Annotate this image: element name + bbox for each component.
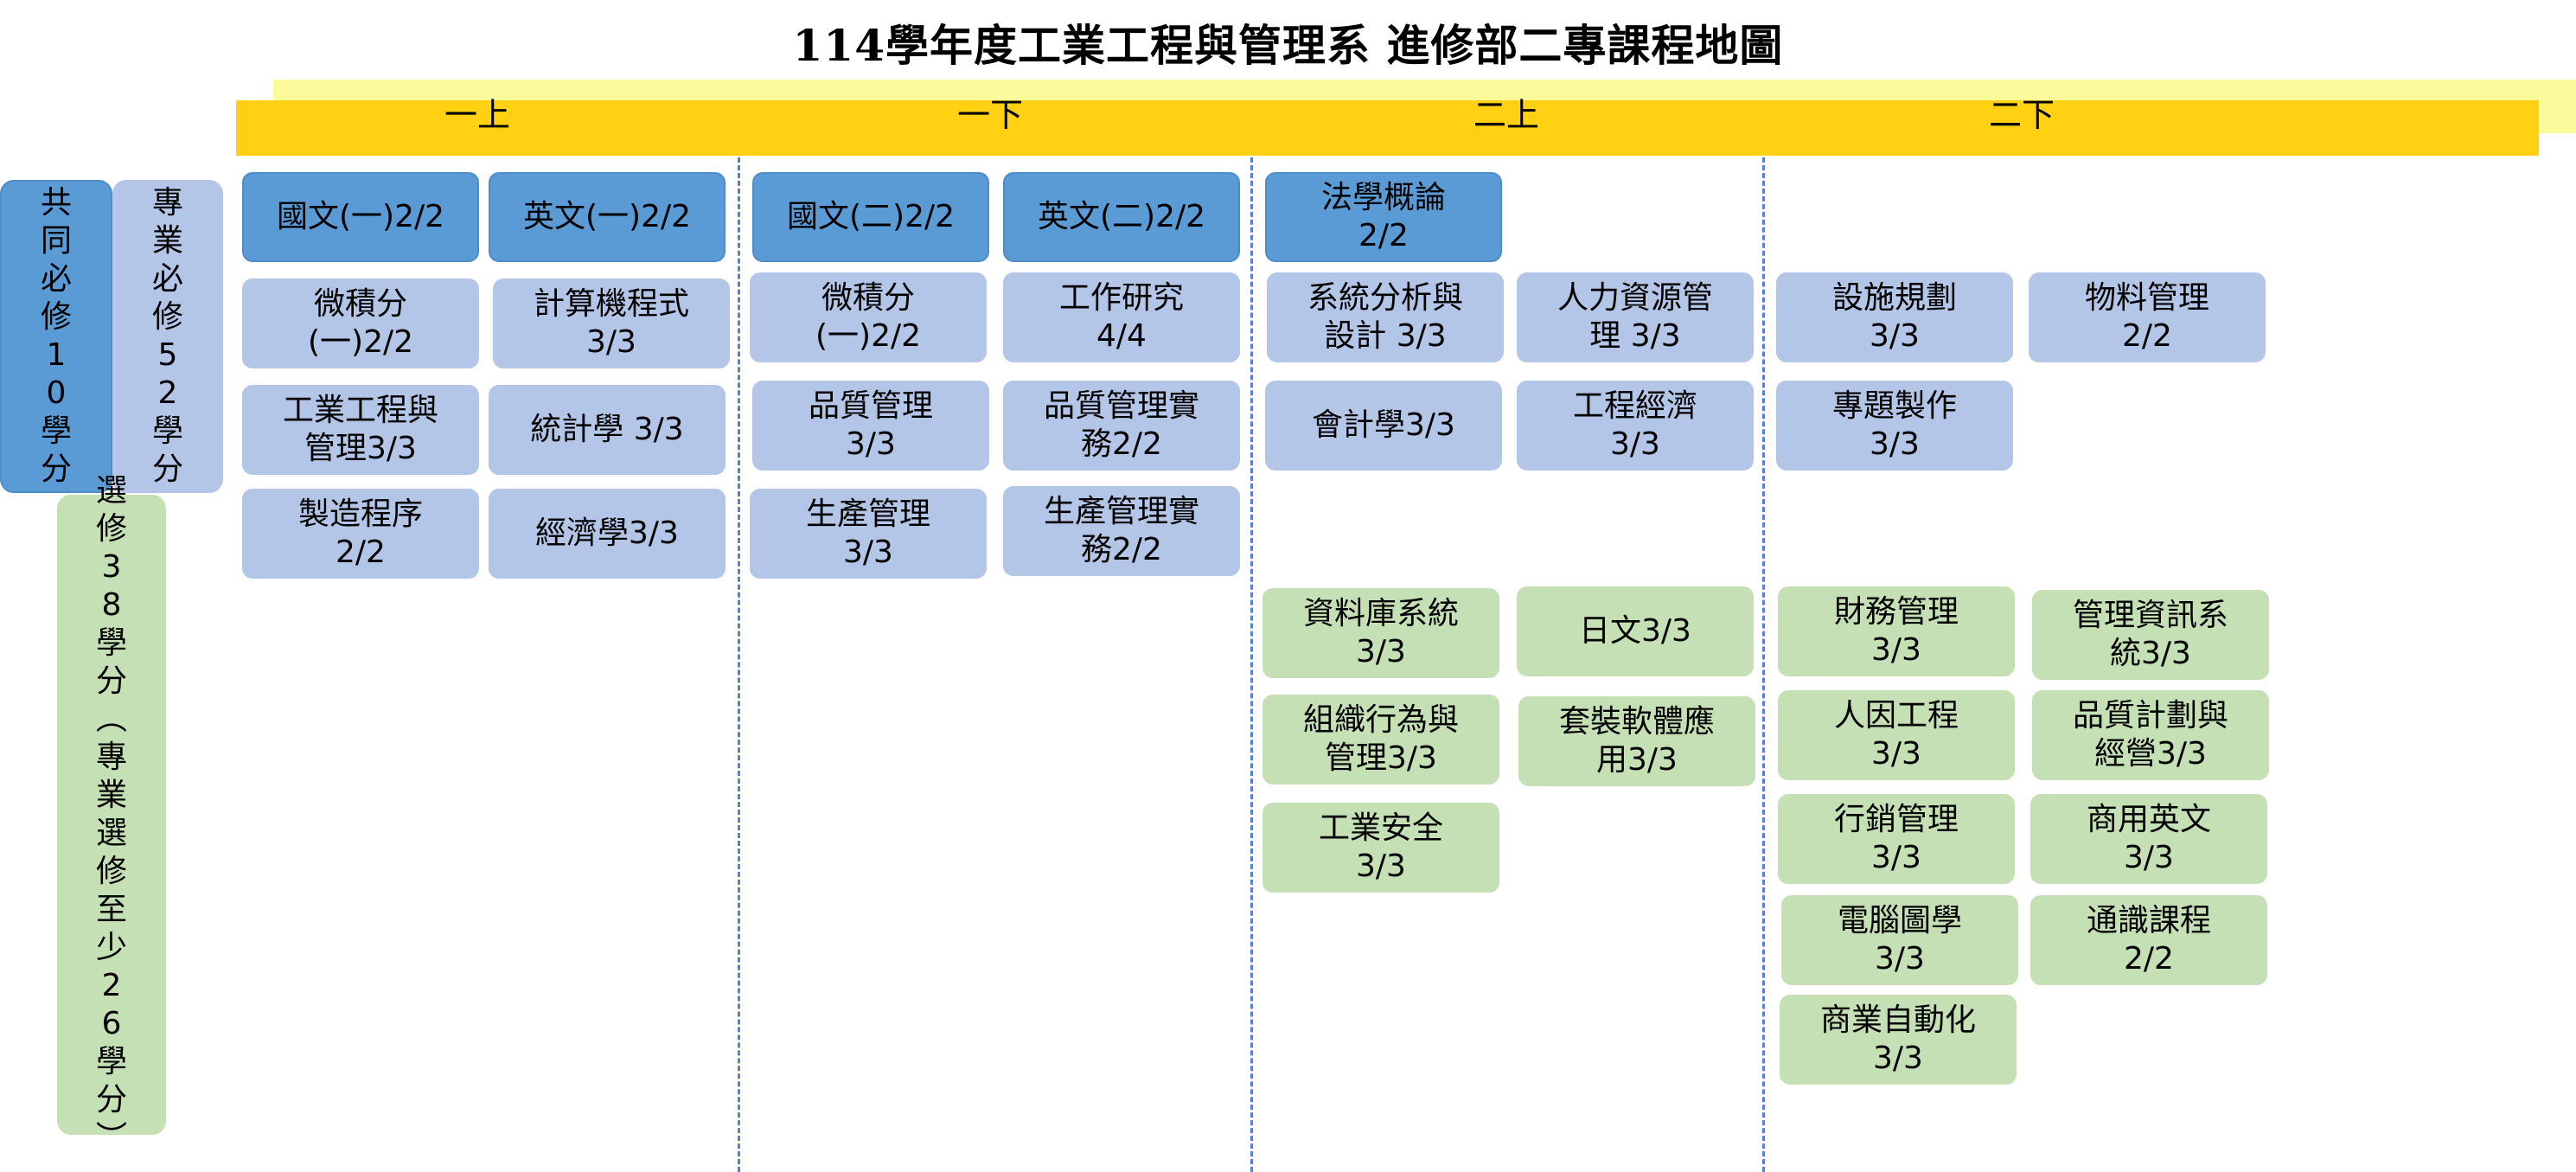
page-title: 114學年度工業工程與管理系 進修部二專課程地圖: [792, 20, 1784, 71]
category-elective: 選 修 38 學 分 ︵ 專 業 選 修 至 少 26 學 分 ︶: [57, 473, 166, 1156]
course-box: 管理資訊系 統3/3: [2032, 590, 2269, 680]
semester-label-2-2: 二下: [1988, 96, 2055, 134]
course-box: 經濟學3/3: [489, 489, 725, 579]
category-common-required: 共 同 必 修 10 學 分: [0, 180, 112, 493]
category-common-required-label: 共 同 必 修 10 學 分: [40, 185, 72, 487]
course-box: 專題製作 3/3: [1776, 381, 2013, 471]
course-box: 系統分析與 設計 3/3: [1267, 272, 1504, 362]
course-box: 微積分 (一)2/2: [750, 272, 987, 362]
semester-label-1-1: 一上: [444, 96, 510, 134]
course-box: 工程經濟 3/3: [1517, 381, 1754, 471]
course-box: 英文(一)2/2: [489, 172, 725, 262]
course-box: 資料庫系統 3/3: [1262, 588, 1499, 678]
course-box: 統計學 3/3: [489, 385, 725, 475]
course-box: 套裝軟體應 用3/3: [1518, 696, 1755, 786]
course-box: 商業自動化 3/3: [1780, 995, 2017, 1085]
course-box: 財務管理 3/3: [1778, 586, 2015, 676]
course-box: 人力資源管 理 3/3: [1517, 272, 1754, 362]
course-box: 通識課程 2/2: [2030, 895, 2267, 985]
course-box: 計算機程式 3/3: [493, 279, 730, 368]
course-box: 工業工程與 管理3/3: [242, 385, 479, 475]
course-box: 品質管理 3/3: [752, 381, 989, 471]
category-elective-label: 選 修 38 學 分 ︵ 專 業 選 修 至 少 26 學 分 ︶: [95, 473, 127, 1156]
semester-divider: [738, 157, 740, 1172]
course-box: 品質管理實 務2/2: [1003, 381, 1240, 471]
course-box: 商用英文 3/3: [2030, 794, 2267, 884]
course-box: 製造程序 2/2: [242, 489, 479, 579]
course-box: 生產管理實 務2/2: [1003, 486, 1240, 576]
course-box: 法學概論 2/2: [1265, 172, 1502, 262]
course-box: 生產管理 3/3: [750, 489, 987, 579]
course-box: 品質計劃與 經營3/3: [2032, 690, 2269, 780]
course-box: 物料管理 2/2: [2029, 272, 2266, 362]
course-box: 微積分 (一)2/2: [242, 279, 479, 368]
course-box: 英文(二)2/2: [1003, 172, 1240, 262]
category-professional-required: 專 業 必 修 52 學 分: [112, 180, 223, 493]
course-box: 國文(一)2/2: [242, 172, 479, 262]
course-box: 組織行為與 管理3/3: [1262, 695, 1499, 785]
semester-divider: [1250, 157, 1253, 1172]
semester-label-1-2: 一下: [956, 96, 1023, 134]
course-box: 日文3/3: [1517, 586, 1754, 676]
course-box: 設施規劃 3/3: [1776, 272, 2013, 362]
course-box: 人因工程 3/3: [1778, 690, 2015, 780]
course-box: 電腦圖學 3/3: [1781, 895, 2018, 985]
semester-label-2-1: 二上: [1473, 96, 1539, 134]
course-box: 行銷管理 3/3: [1778, 794, 2015, 884]
semester-header-band-dark: [236, 100, 2539, 156]
course-box: 工作研究 4/4: [1003, 272, 1240, 362]
course-box: 工業安全 3/3: [1262, 803, 1499, 893]
category-professional-required-label: 專 業 必 修 52 學 分: [151, 185, 183, 487]
semester-divider: [1762, 157, 1765, 1172]
course-box: 國文(二)2/2: [752, 172, 989, 262]
course-box: 會計學3/3: [1265, 381, 1502, 471]
